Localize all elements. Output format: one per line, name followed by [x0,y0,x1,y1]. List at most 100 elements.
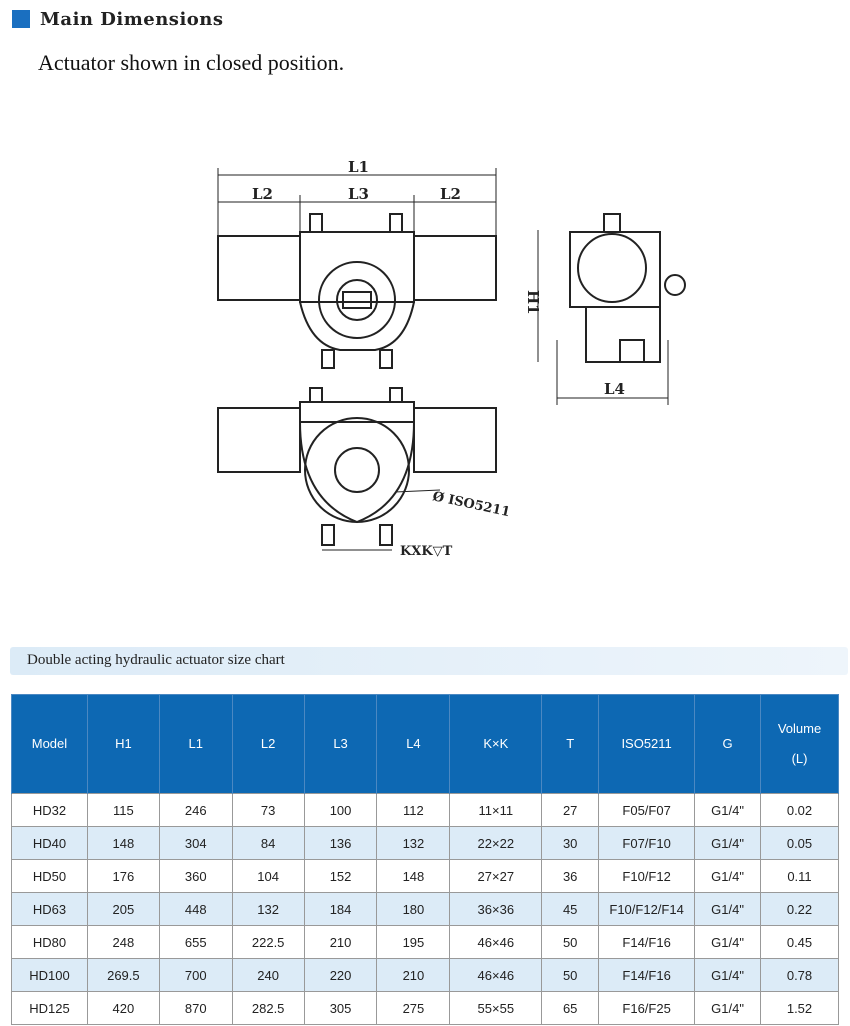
table-cell: 655 [158,925,233,959]
table-cell: 115 [86,793,160,827]
table-cell: 84 [231,826,305,860]
col-header: Model [11,694,88,794]
col-header: L3 [303,694,378,794]
table-cell: 220 [303,958,378,992]
table-header-row: Model H1 L1 L2 L3 L4 K×K T ISO5211 G Vol… [11,694,839,794]
volume-unit: (L) [791,751,808,766]
volume-label: Volume [777,721,822,736]
table-cell: 36 [541,859,600,893]
table-cell: HD32 [11,793,88,827]
table-cell: F10/F12/F14 [598,892,696,926]
table-cell: HD50 [11,859,88,893]
table-cell: 0.22 [760,892,839,926]
table-cell: 50 [541,958,600,992]
table-cell: 148 [86,826,160,860]
col-header: L2 [231,694,305,794]
table-cell: 240 [231,958,305,992]
table-cell: HD40 [11,826,88,860]
iso5211-label: Ø ISO5211 [431,489,511,520]
table-cell: G1/4" [694,925,762,959]
table-cell: 205 [86,892,160,926]
table-cell: F14/F16 [598,958,696,992]
table-cell: 30 [541,826,600,860]
dim-h1-label: H1 [524,290,542,315]
table-cell: 152 [303,859,378,893]
table-cell: 104 [231,859,305,893]
table-cell: F10/F12 [598,859,696,893]
table-cell: 0.11 [760,859,839,893]
table-cell: 210 [303,925,378,959]
section-title: Main Dimensions [40,9,224,30]
size-chart-title: Double acting hydraulic actuator size ch… [27,652,285,668]
dim-l2-left-label: L2 [252,185,273,203]
table-cell: 305 [303,991,378,1025]
table-cell: 180 [376,892,451,926]
table-cell: 420 [86,991,160,1025]
section-subtitle: Actuator shown in closed position. [38,50,345,75]
table-cell: G1/4" [694,892,762,926]
table-cell: 184 [303,892,378,926]
table-cell: 148 [376,859,451,893]
table-cell: 0.78 [760,958,839,992]
col-header: L1 [158,694,233,794]
table-cell: F14/F16 [598,925,696,959]
table-cell: 870 [158,991,233,1025]
table-cell: F07/F10 [598,826,696,860]
table-cell: 27×27 [449,859,543,893]
table-cell: G1/4" [694,958,762,992]
table-cell: F16/F25 [598,991,696,1025]
table-cell: 136 [303,826,378,860]
table-cell: 360 [158,859,233,893]
dim-l2-right-label: L2 [440,185,461,203]
table-cell: 304 [158,826,233,860]
table-cell: 448 [158,892,233,926]
table-cell: 11×11 [449,793,543,827]
table-cell: HD63 [11,892,88,926]
col-header: L4 [376,694,451,794]
table-cell: 210 [376,958,451,992]
actuator-dimension-drawing: L1 L2 L3 L2 Ø ISO5211 KXK▽T H1 L4 [217,158,686,559]
table-cell: 0.45 [760,925,839,959]
size-chart-banner: Double acting hydraulic actuator size ch… [10,647,848,675]
size-chart-table: Model H1 L1 L2 L3 L4 K×K T ISO5211 G Vol… [11,694,839,1025]
table-cell: 27 [541,793,600,827]
table-cell: 0.05 [760,826,839,860]
table-cell: 100 [303,793,378,827]
table-cell: 46×46 [449,925,543,959]
dim-l4-label: L4 [604,380,625,398]
col-header: H1 [86,694,160,794]
table-cell: 112 [376,793,451,827]
table-cell: 55×55 [449,991,543,1025]
section-marker-icon [12,10,30,28]
table-cell: 700 [158,958,233,992]
dim-l1-label: L1 [348,158,369,176]
table-cell: 176 [86,859,160,893]
table-cell: 0.02 [760,793,839,827]
dim-l3-label: L3 [348,185,369,203]
table-cell: G1/4" [694,859,762,893]
col-header: T [541,694,600,794]
col-header: K×K [449,694,543,794]
table-cell: 132 [376,826,451,860]
table-cell: 195 [376,925,451,959]
table-cell: 45 [541,892,600,926]
col-header-volume: Volume (L) [760,694,839,794]
table-cell: 36×36 [449,892,543,926]
table-cell: 246 [158,793,233,827]
table-cell: 50 [541,925,600,959]
table-cell: 282.5 [231,991,305,1025]
table-cell: 1.52 [760,991,839,1025]
col-header: ISO5211 [598,694,696,794]
table-cell: 269.5 [86,958,160,992]
table-cell: G1/4" [694,826,762,860]
table-cell: G1/4" [694,793,762,827]
table-cell: 22×22 [449,826,543,860]
table-cell: G1/4" [694,991,762,1025]
